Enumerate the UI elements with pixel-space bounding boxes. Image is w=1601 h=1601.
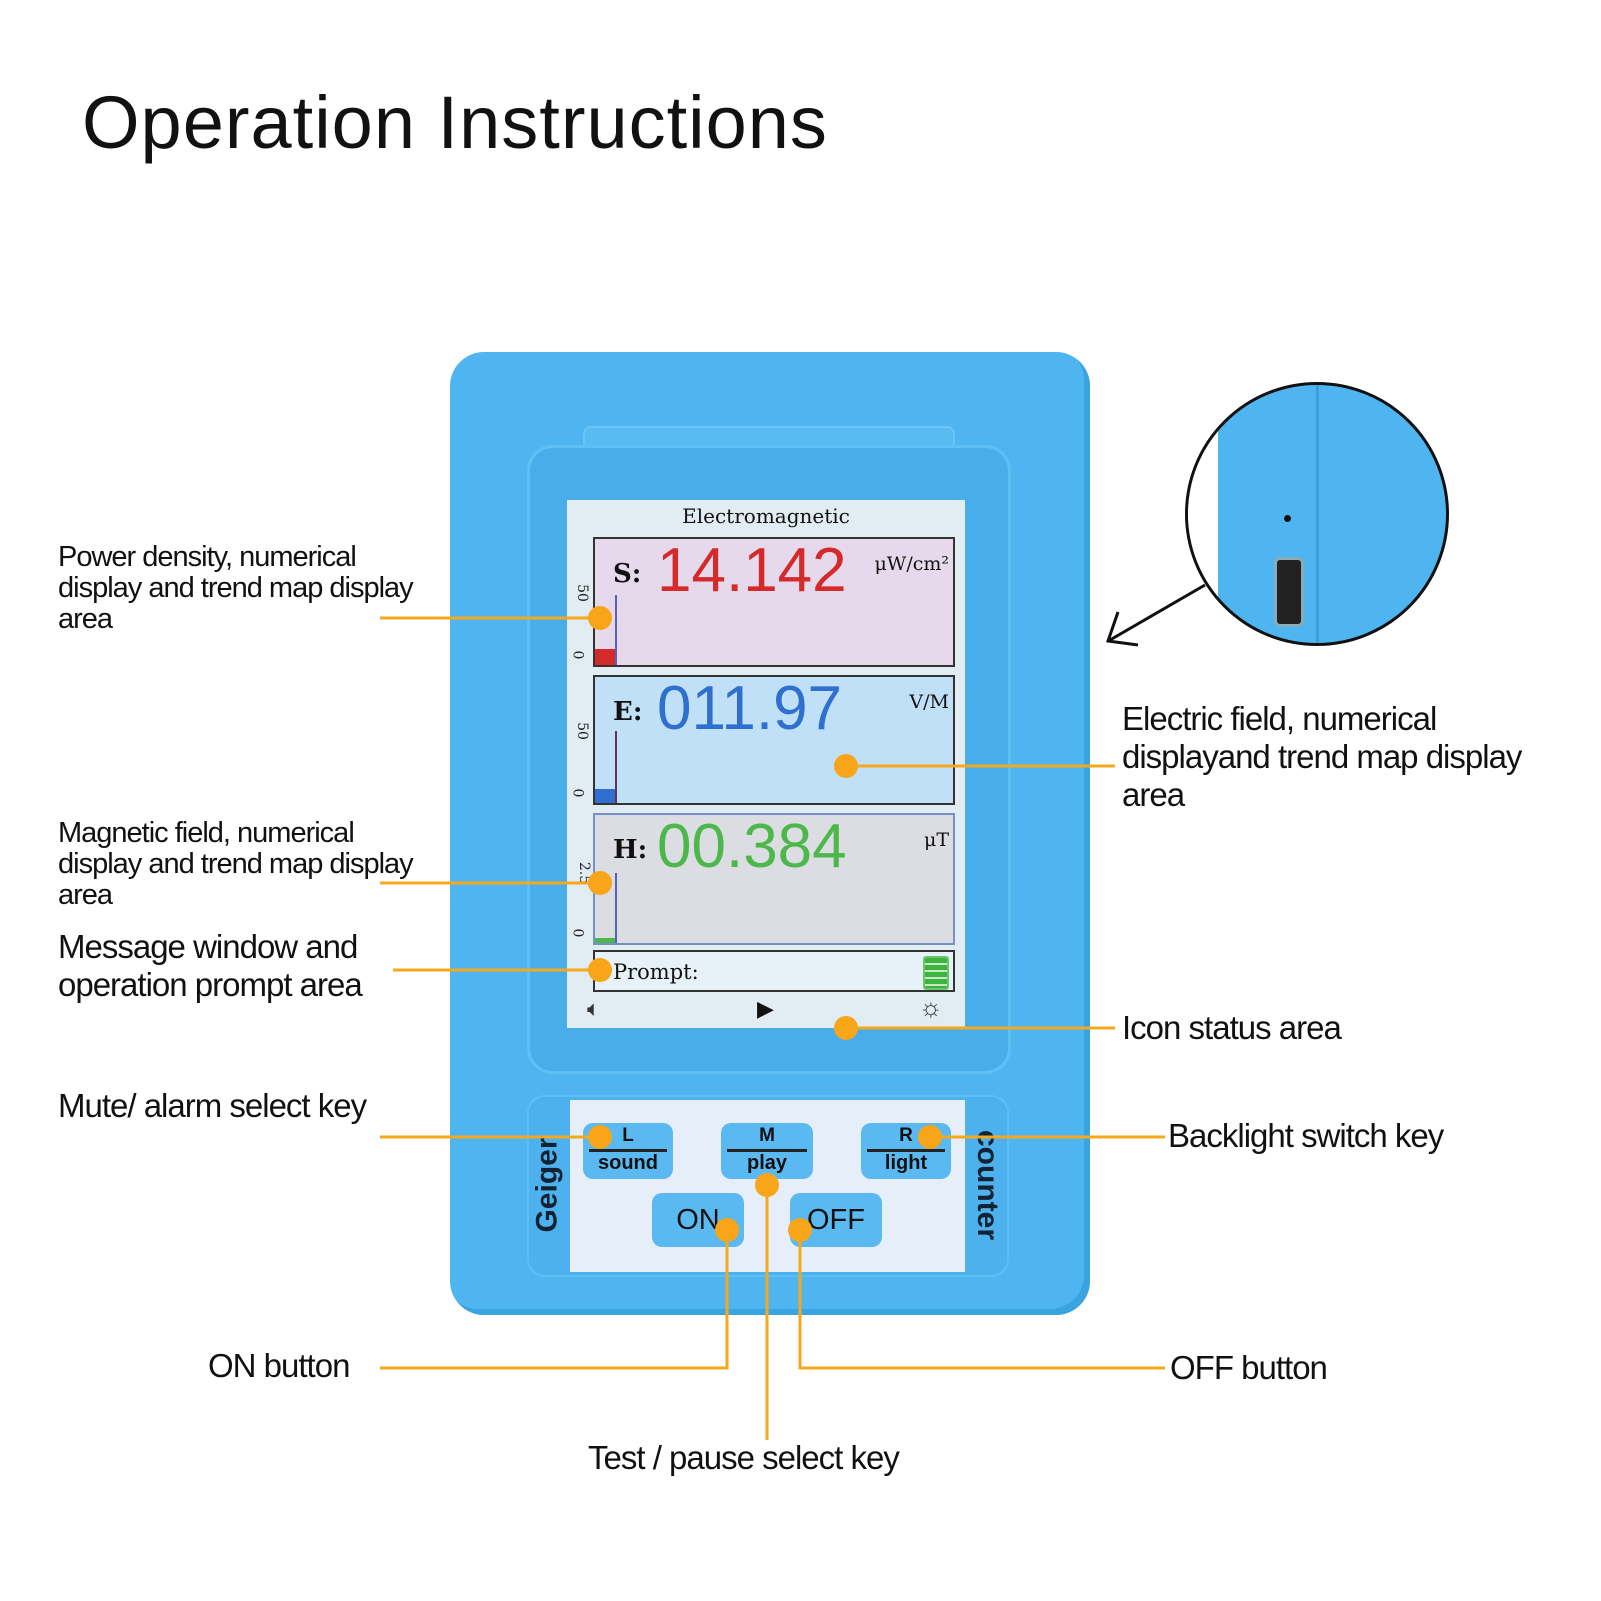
label-mute-key: Mute/ alarm select key — [58, 1087, 367, 1124]
trend-cursor — [615, 873, 617, 943]
label-magnetic-field: Magnetic field, numerical display and tr… — [58, 817, 414, 911]
m-play-key[interactable]: M play — [721, 1123, 813, 1179]
callout-line-off — [798, 1230, 1165, 1370]
label-icon-status: Icon status area — [1122, 1009, 1342, 1046]
screen-header: Electromagnetic — [682, 504, 850, 528]
key-top-label: M — [727, 1125, 807, 1152]
label-off-button: OFF button — [1170, 1349, 1328, 1386]
callout-dot — [588, 606, 612, 630]
backlight-sun-icon: ☼ — [919, 992, 943, 1022]
key-bottom-label: light — [884, 1152, 928, 1174]
r-light-key[interactable]: R light — [861, 1123, 951, 1179]
usb-port-inset — [1185, 382, 1449, 646]
trend-bar — [595, 938, 615, 943]
trend-cursor — [615, 595, 617, 665]
label-backlight-key: Backlight switch key — [1168, 1117, 1444, 1154]
callout-dot — [788, 1218, 812, 1242]
key-top-label: L — [589, 1125, 667, 1152]
label-on-button: ON button — [208, 1347, 350, 1384]
key-top-label: R — [867, 1125, 945, 1152]
electric-field-value: 011.97 — [657, 674, 843, 743]
power-density-value: 14.142 — [657, 536, 847, 605]
arrow-icon — [1105, 583, 1206, 647]
lcd-screen: Electromagnetic S: 14.142 μW/cm² 50 0 E:… — [567, 500, 965, 1028]
page-title: Operation Instructions — [82, 81, 828, 164]
play-icon: ▶ — [757, 996, 774, 1021]
callout-dot — [588, 1125, 612, 1149]
panel-name: S: — [613, 559, 642, 589]
prompt-area: Prompt: — [593, 950, 955, 992]
panel-name: E: — [613, 697, 643, 727]
callout-dot — [834, 754, 858, 778]
mute-speaker-icon: 🔈︎ — [587, 996, 601, 1021]
panel-unit: μT — [923, 829, 949, 851]
label-electric-field: Electric field, numerical displayand tre… — [1122, 700, 1522, 813]
callout-dot — [755, 1173, 779, 1197]
callout-dot — [834, 1016, 858, 1040]
panel-name: H: — [613, 835, 648, 865]
callout-dot — [715, 1218, 739, 1242]
magnetic-field-value: 00.384 — [657, 812, 847, 881]
trend-bar — [595, 649, 615, 665]
electric-field-panel: E: 011.97 V/M 50 0 — [569, 674, 955, 805]
panel-unit: V/M — [909, 691, 949, 713]
prompt-text: Prompt: — [613, 960, 699, 984]
callout-dot — [918, 1125, 942, 1149]
label-power-density: Power density, numerical display and tre… — [58, 541, 414, 635]
trend-cursor — [615, 731, 617, 803]
inset-background — [1188, 385, 1218, 643]
indicator-hole-icon — [1284, 515, 1291, 522]
label-message-window: Message window and operation prompt area — [58, 928, 363, 1003]
magnetic-field-panel: H: 00.384 μT 2.5 0 — [569, 812, 955, 945]
battery-icon — [923, 956, 949, 990]
callout-dot — [588, 871, 612, 895]
panel-unit: μW/cm² — [874, 553, 949, 575]
callout-dot — [588, 958, 612, 982]
l-sound-key[interactable]: L sound — [583, 1123, 673, 1179]
callout-line-on — [380, 1230, 729, 1370]
key-bottom-label: sound — [598, 1152, 658, 1174]
power-density-panel: S: 14.142 μW/cm² 50 0 — [569, 536, 955, 667]
trend-bar — [595, 789, 615, 803]
usb-port-icon — [1274, 557, 1304, 627]
key-bottom-label: play — [746, 1152, 788, 1174]
label-test-pause-key: Test / pause select key — [588, 1439, 900, 1476]
inset-edge — [1316, 385, 1319, 643]
